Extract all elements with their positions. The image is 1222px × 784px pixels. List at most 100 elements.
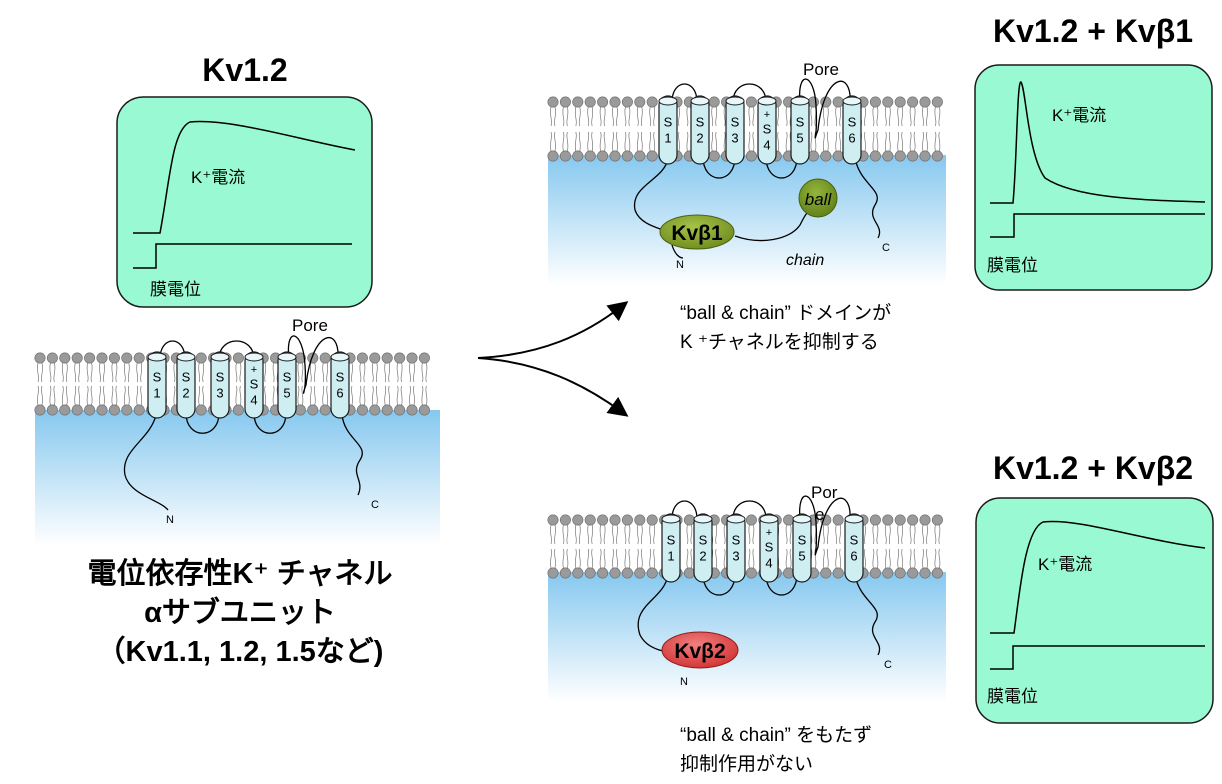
c-label: C [371,499,379,511]
lipid-head [406,404,418,416]
current-trace [990,520,1206,634]
lipid-head [807,150,819,162]
helix-body [661,513,681,583]
lipid-tail [111,362,118,383]
lipid-head [121,404,133,416]
lipid-tail [123,362,130,383]
helix-number: 3 [216,386,223,401]
lipid-tail [872,524,879,545]
lipid-head [869,567,881,579]
lipid-tail [309,385,316,406]
panel-kv12-b2-title: Kv1.2 + Kvβ2 [993,450,1193,486]
helix-s2: S2 [176,351,196,419]
kvb2-subunit [661,631,739,669]
lipid-tail [822,106,829,127]
lipid-tail [934,131,941,152]
lipid-tail [599,106,606,127]
lipid-head [108,352,120,364]
loop [671,83,698,103]
lipid-head [907,150,919,162]
lipid-head [547,96,559,108]
lipid-head [894,150,906,162]
lipid-tail [74,362,81,383]
lipid-head [609,567,621,579]
lipid-head [133,352,145,364]
lipid-tail [822,548,829,569]
helix-number: 4 [250,392,257,407]
lipid-head [369,404,381,416]
pore-label: Pore [292,316,328,335]
lipid-tail [599,131,606,152]
helix-body [790,95,810,165]
ball-label: ball [805,190,833,209]
lipid-tail [61,362,68,383]
lipid-head [319,352,331,364]
lipid-head [418,404,430,416]
lipid-head [559,567,571,579]
helix-letter: S [732,533,741,548]
lipid-tail [612,131,618,152]
helix-letter: S [153,370,162,385]
cytoplasm [548,572,946,702]
lipid-tail [872,548,879,569]
lipid-tail [897,106,904,127]
lipid-head [931,96,943,108]
arrow-to-beta2 [477,357,629,417]
lipid-head [584,96,596,108]
pore-loop [799,495,851,556]
main-label-line2: αサブユニット [144,595,336,629]
lipid-head [919,514,931,526]
lipid-tail [587,524,594,545]
lipid-tail [934,524,941,545]
lipid-head [34,352,46,364]
lipid-tail [136,385,143,406]
lipid-head [634,514,646,526]
lipid-head [832,567,844,579]
helix-cap [176,352,196,362]
helix-number: 3 [732,549,739,564]
lipid-head [418,352,430,364]
arrow-to-beta1 [477,301,629,359]
helix-letter: S [798,533,807,548]
lipid-tail [86,385,93,406]
helix-cap [792,514,812,524]
lipid-head [71,352,83,364]
lipid-head [894,514,906,526]
helix-s3: S3 [725,95,745,165]
lipid-tail [359,385,366,406]
lipid-head [919,96,931,108]
lipid-head [96,404,108,416]
lipid-tail [636,548,643,569]
loop [253,412,287,434]
chain-label: chain [786,252,824,269]
helix-letter: S [763,121,772,136]
lipid-head [634,150,646,162]
helix-body [330,351,350,419]
helix-number: 5 [283,386,290,401]
lipid-head [832,96,844,108]
helix-s5: S5 [790,95,810,165]
helix-s2: S2 [690,95,710,165]
helix-cap [210,352,230,362]
lipid-head [597,150,609,162]
lipid-tail [872,106,879,127]
helix-s4: +S4 [757,95,777,165]
voltage-label: 膜電位 [987,687,1038,706]
lipid-head [559,150,571,162]
lipid-tail [409,385,415,406]
helix-s2: S2 [693,513,713,583]
lipid-bilayer [34,352,430,416]
caption-b1-line2: K ⁺チャネルを抑制する [680,331,879,353]
lipid-head [572,567,584,579]
lipid-tail [748,106,755,127]
lipid-head [356,352,368,364]
n-terminus [633,157,669,233]
helix-cap [277,352,297,362]
lipid-head [71,404,83,416]
helix-body [690,95,710,165]
lipid-tail [748,131,755,152]
lipid-tail [624,548,631,569]
lipid-head [745,514,757,526]
